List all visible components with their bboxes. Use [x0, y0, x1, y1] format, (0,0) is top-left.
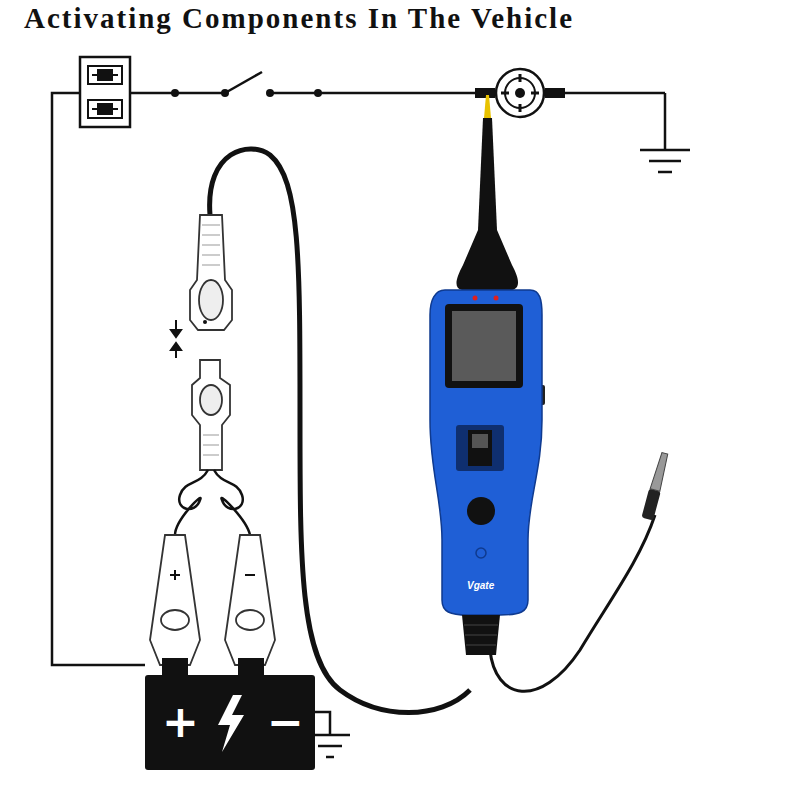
brand-logo: Vgate	[467, 580, 494, 591]
battery-sign: −	[267, 700, 304, 744]
battery-sign: +	[162, 700, 199, 744]
diagram-title: Activating Components In The Vehicle	[24, 2, 574, 35]
